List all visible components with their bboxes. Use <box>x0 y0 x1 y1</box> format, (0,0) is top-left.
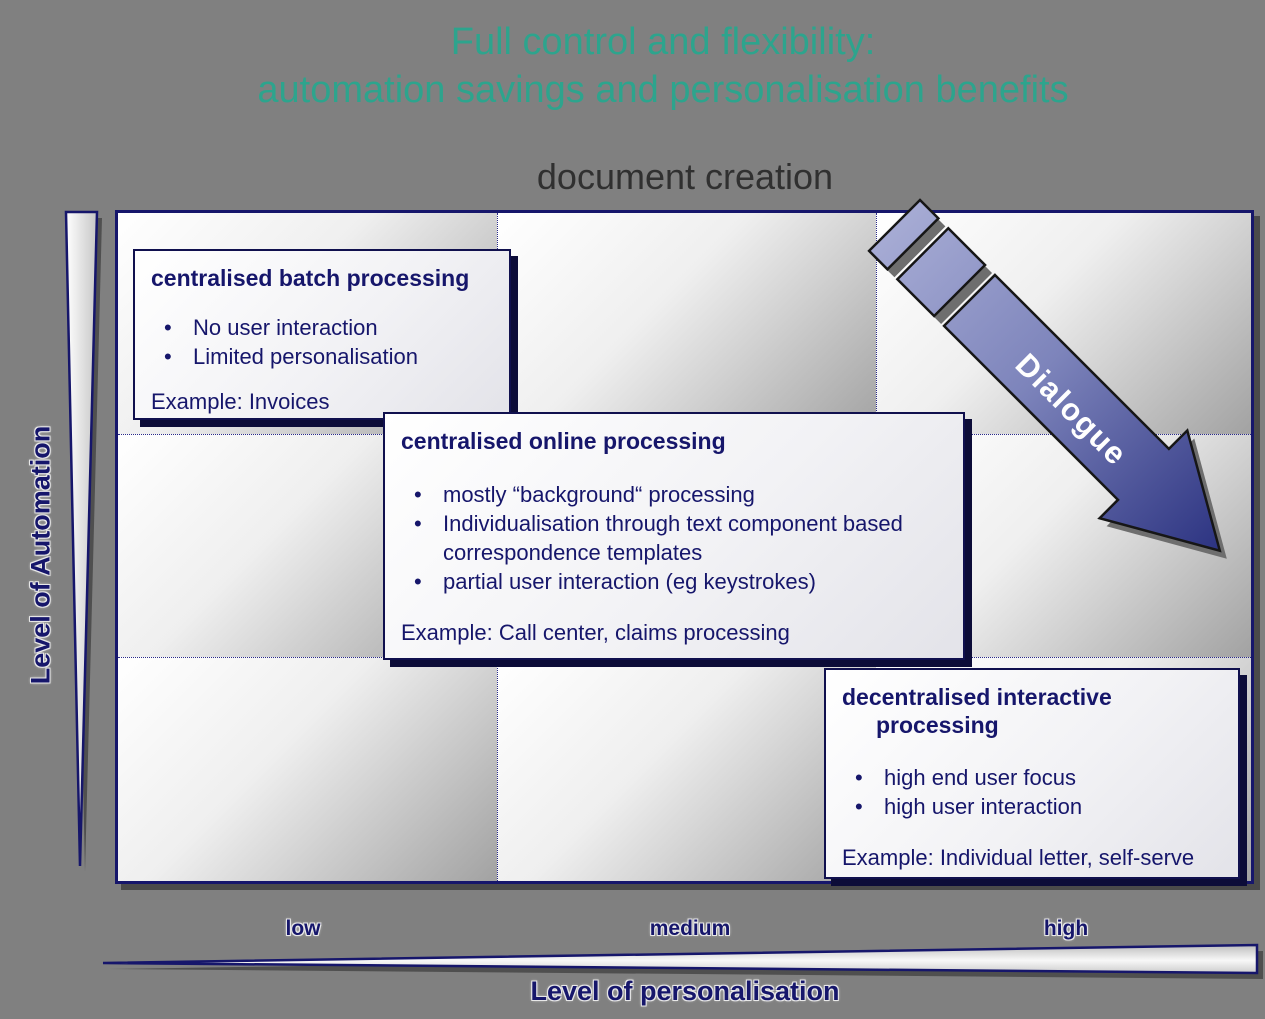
y-axis-label: Level of Automation <box>25 425 56 685</box>
callout-example: Example: Invoices <box>151 388 330 414</box>
x-tick-medium: medium <box>649 917 731 940</box>
bullet-item: high user interaction <box>842 792 1222 821</box>
matrix-cell <box>498 658 877 881</box>
matrix-cell <box>877 213 1251 435</box>
matrix-cell <box>498 213 877 435</box>
callout-bullets: No user interactionLimited personalisati… <box>151 313 493 371</box>
callout-bullets: mostly “background“ processingIndividual… <box>401 480 947 596</box>
slide-title-line2: automation savings and personalisation b… <box>257 69 1069 112</box>
bullet-item: Limited personalisation <box>151 342 493 371</box>
slide-title-line1: Full control and flexibility: <box>450 21 876 63</box>
bullet-item: high end user focus <box>842 763 1222 792</box>
bullet-item: No user interaction <box>151 313 493 342</box>
top-axis-label: document creation <box>536 156 834 197</box>
callout-online-processing: centralised online processing mostly “ba… <box>383 412 965 660</box>
callout-title: decentralised interactive processing <box>842 684 1112 738</box>
automation-wedge <box>64 210 102 872</box>
callout-example: Example: Call center, claims processing <box>401 619 790 645</box>
callout-title: centralised batch processing <box>151 265 470 291</box>
callout-interactive-processing: decentralised interactive processing hig… <box>824 668 1240 879</box>
personalisation-wedge <box>102 943 1263 979</box>
x-axis-label: Level of personalisation <box>530 976 840 1006</box>
callout-title: centralised online processing <box>401 428 726 454</box>
callout-batch-processing: centralised batch processing No user int… <box>133 249 511 420</box>
bullet-item: mostly “background“ processing <box>401 480 947 509</box>
slide-title: Full control and flexibility: automation… <box>63 18 1263 115</box>
bullet-item: Individualisation through text component… <box>401 509 947 567</box>
callout-example: Example: Individual letter, self-serve <box>842 845 1195 871</box>
matrix-cell <box>118 658 498 881</box>
x-tick-low: low <box>285 917 321 940</box>
x-tick-high: high <box>1043 917 1089 940</box>
callout-bullets: high end user focushigh user interaction <box>842 763 1222 821</box>
bullet-item: partial user interaction (eg keystrokes) <box>401 567 947 596</box>
